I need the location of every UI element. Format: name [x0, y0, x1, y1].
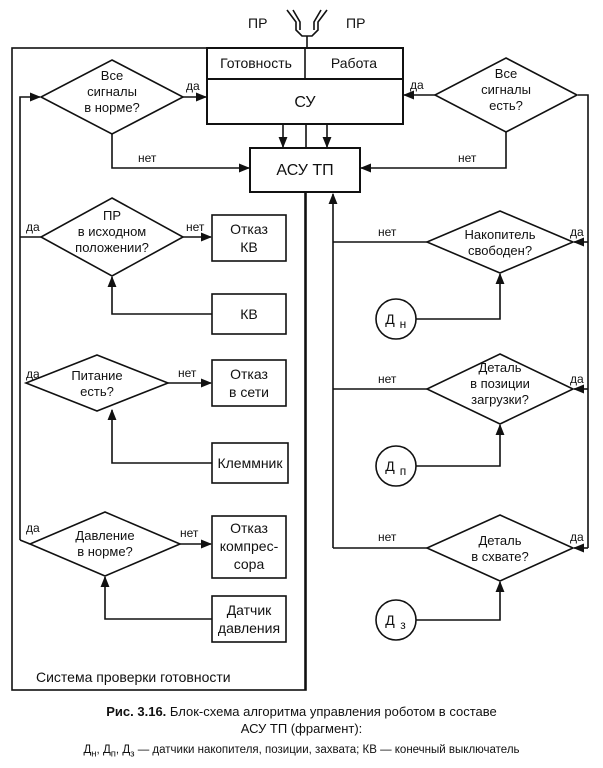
svg-text:в позиции: в позиции [470, 376, 530, 391]
svg-text:положении?: положении? [75, 240, 149, 255]
pr-left-label: ПР [248, 15, 267, 31]
svg-text:КВ: КВ [240, 306, 258, 322]
no-label: нет [138, 151, 157, 165]
svg-text:компрес-: компрес- [220, 538, 279, 554]
readiness-label: Готовность [220, 55, 292, 71]
svg-text:Отказ: Отказ [230, 366, 268, 382]
decision-power-present: Питание есть? [23, 354, 171, 412]
decision-pr-initial-position: ПР в исходном положении? [39, 197, 185, 277]
yes-label: да [186, 79, 200, 93]
decision-pressure-ok: Давление в норме? [27, 511, 183, 577]
svg-text:в схвате?: в схвате? [471, 549, 529, 564]
svg-text:Д: Д [385, 311, 395, 327]
caption-line2: АСУ ТП (фрагмент): [240, 721, 363, 736]
frame-label: Система проверки готовности [36, 669, 231, 685]
pr-right-label: ПР [346, 15, 365, 31]
decision-all-signals-ok: Все сигналы в норме? [39, 59, 185, 135]
svg-text:нет: нет [378, 225, 397, 239]
svg-text:есть?: есть? [80, 384, 114, 399]
svg-text:да: да [26, 521, 40, 535]
svg-text:Клеммник: Клеммник [217, 455, 283, 471]
svg-text:Все: Все [101, 68, 123, 83]
svg-text:нет: нет [458, 151, 477, 165]
decision-part-in-gripper: Деталь в схвате? [425, 514, 575, 582]
kv-failure-box [211, 214, 287, 262]
figure-number: Рис. 3.16. [106, 704, 167, 719]
svg-text:Отказ: Отказ [230, 221, 268, 237]
figure-caption: Рис. 3.16. Блок-схема алгоритма управлен… [0, 703, 603, 737]
svg-text:да: да [26, 220, 40, 234]
decision-storage-free: Накопитель свободен? [424, 210, 576, 274]
terminal-box [211, 442, 289, 484]
sensor-dn-circle [375, 298, 417, 340]
svg-text:свободен?: свободен? [468, 243, 532, 258]
svg-text:нет: нет [186, 220, 205, 234]
svg-text:да: да [570, 225, 584, 239]
decision-all-signals-present: Все сигналы есть? [433, 57, 579, 133]
asu-block [249, 147, 361, 193]
svg-text:ПР: ПР [103, 208, 121, 223]
svg-text:сигналы: сигналы [481, 82, 531, 97]
svg-text:п: п [400, 464, 407, 478]
svg-text:в сети: в сети [229, 384, 269, 400]
sensor-dp-circle [375, 445, 417, 487]
svg-text:да: да [26, 367, 40, 381]
svg-text:загрузки?: загрузки? [471, 392, 529, 407]
svg-text:в норме?: в норме? [84, 100, 140, 115]
svg-text:нет: нет [178, 366, 197, 380]
svg-text:КВ: КВ [240, 239, 258, 255]
svg-text:да: да [570, 372, 584, 386]
caption-line1: Блок-схема алгоритма управления роботом … [166, 704, 497, 719]
svg-text:давления: давления [218, 620, 280, 636]
readiness-system-frame [11, 47, 307, 691]
svg-text:Все: Все [495, 66, 517, 81]
svg-text:есть?: есть? [489, 98, 523, 113]
sensor-dz-circle [375, 599, 417, 641]
svg-text:сора: сора [234, 556, 265, 572]
su-label: СУ [294, 94, 316, 111]
svg-text:нет: нет [378, 530, 397, 544]
svg-text:нет: нет [180, 526, 199, 540]
svg-text:з: з [400, 618, 406, 632]
asu-label: АСУ ТП [276, 162, 333, 179]
svg-text:нет: нет [378, 372, 397, 386]
figure-legend: Дн, Дп, Дз — датчики накопителя, позиции… [83, 744, 520, 760]
svg-text:Накопитель: Накопитель [465, 227, 536, 242]
compressor-failure-box [211, 515, 287, 579]
svg-text:Датчик: Датчик [227, 602, 272, 618]
work-label: Работа [331, 55, 377, 71]
svg-text:в норме?: в норме? [77, 544, 133, 559]
kv-box [211, 293, 287, 335]
svg-text:сигналы: сигналы [87, 84, 137, 99]
decision-part-in-load-position: Деталь в позиции загрузки? [425, 353, 575, 425]
svg-text:Давление: Давление [75, 528, 134, 543]
svg-text:Питание: Питание [71, 368, 122, 383]
su-block: Готовность Работа СУ [206, 47, 404, 125]
svg-text:Деталь: Деталь [479, 533, 522, 548]
network-failure-box [211, 359, 287, 407]
gripper-icon [286, 9, 328, 48]
svg-text:Д: Д [385, 612, 395, 628]
svg-text:Д: Д [385, 458, 395, 474]
svg-text:Отказ: Отказ [230, 520, 268, 536]
svg-text:в исходном: в исходном [78, 224, 147, 239]
svg-text:Деталь: Деталь [479, 360, 522, 375]
svg-text:да: да [570, 530, 584, 544]
svg-text:н: н [400, 317, 407, 331]
svg-text:да: да [410, 78, 424, 92]
